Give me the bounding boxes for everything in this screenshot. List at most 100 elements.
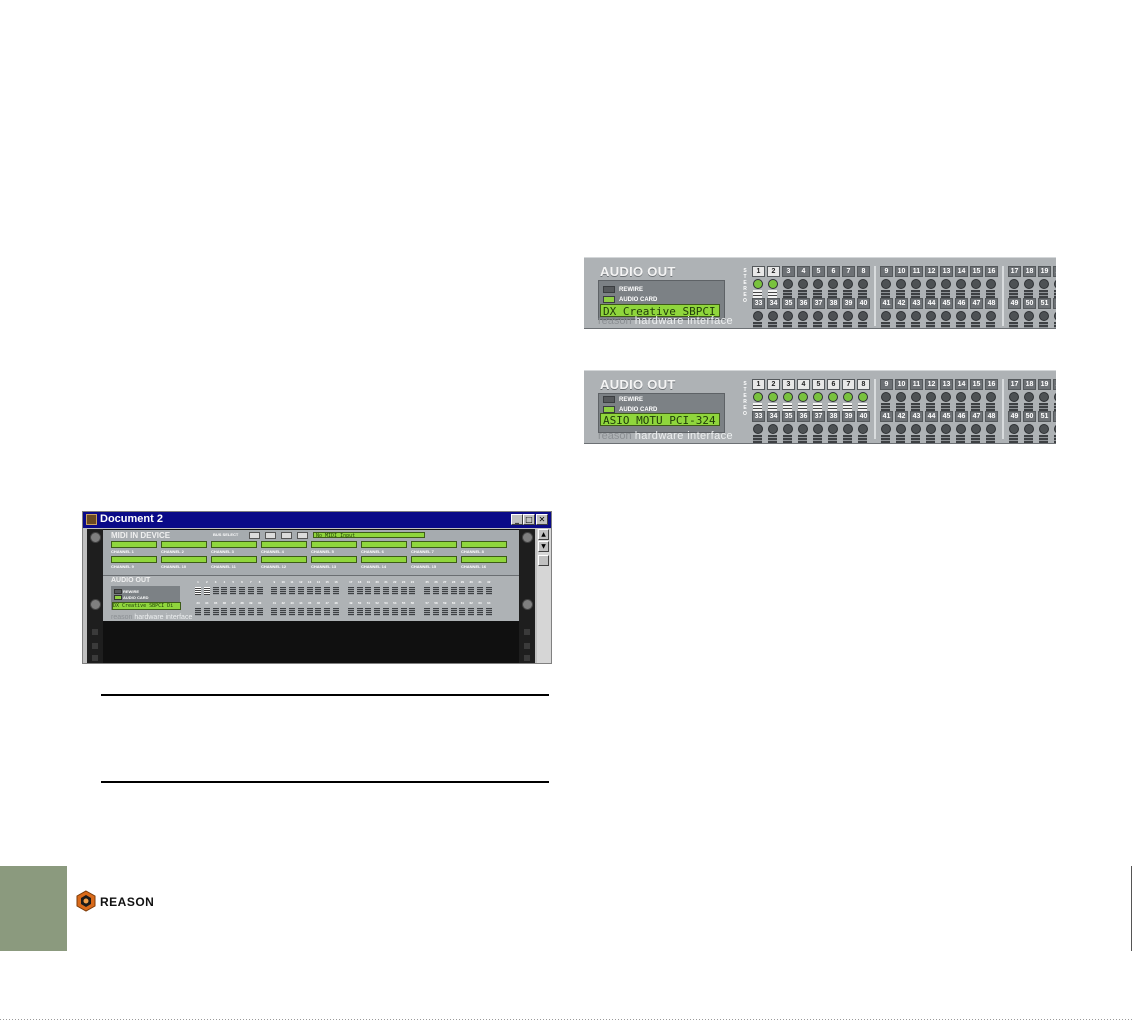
mini-channel-23[interactable]: 23 — [400, 577, 407, 595]
mini-channel-15[interactable]: 15 — [324, 577, 331, 595]
midi-channel[interactable]: CHANNEL 2 — [161, 541, 207, 554]
mini-channel-55[interactable]: 55 — [400, 598, 407, 616]
mini-channel-10[interactable]: 10 — [280, 577, 287, 595]
channel-46[interactable]: 46 — [955, 411, 968, 443]
bus-d-button[interactable] — [297, 532, 308, 539]
mini-channel-21[interactable]: 21 — [383, 577, 389, 595]
channel-2[interactable]: 2 — [767, 266, 780, 304]
mini-channel-58[interactable]: 58 — [433, 598, 439, 616]
channel-44[interactable]: 44 — [925, 411, 938, 443]
channel-50[interactable]: 50 — [1023, 411, 1036, 443]
mini-channel-46[interactable]: 46 — [315, 598, 322, 616]
channel-16[interactable]: 16 — [985, 379, 998, 417]
mini-channel-52[interactable]: 52 — [374, 598, 381, 616]
channel-16[interactable]: 16 — [985, 266, 998, 304]
mini-channel-17[interactable]: 17 — [347, 577, 354, 595]
channel-49[interactable]: 49 — [1008, 298, 1021, 328]
channel-43[interactable]: 43 — [910, 411, 923, 443]
mini-channel-39[interactable]: 39 — [247, 598, 254, 616]
mini-channel-22[interactable]: 22 — [391, 577, 398, 595]
midi-channel[interactable]: CHANNEL 15 — [411, 556, 457, 569]
mini-channel-50[interactable]: 50 — [356, 598, 363, 616]
channel-17[interactable]: 17 — [1008, 379, 1021, 417]
audio-device-display[interactable]: ASIO MOTU PCI-324 — [600, 413, 720, 426]
channel-9[interactable]: 9 — [880, 266, 893, 304]
mini-channel-3[interactable]: 3 — [212, 577, 219, 595]
midi-channel[interactable]: CHANNEL 3 — [211, 541, 257, 554]
channel-35[interactable]: 35 — [782, 411, 795, 443]
channel-12[interactable]: 12 — [925, 379, 938, 417]
scroll-down-icon[interactable]: ▼ — [538, 541, 549, 552]
midi-channel[interactable]: CHANNEL 16 — [461, 556, 507, 569]
midi-channel[interactable]: CHANNEL 10 — [161, 556, 207, 569]
maximize-button[interactable]: □ — [523, 514, 535, 525]
midi-channel[interactable]: CHANNEL 1 — [111, 541, 157, 554]
channel-4[interactable]: 4 — [797, 266, 810, 304]
mini-channel-8[interactable]: 8 — [256, 577, 263, 595]
mini-channel-24[interactable]: 24 — [409, 577, 416, 595]
mini-channel-30[interactable]: 30 — [468, 577, 475, 595]
mini-channel-2[interactable]: 2 — [203, 577, 210, 595]
channel-33[interactable]: 33 — [752, 298, 765, 328]
midi-channel[interactable]: CHANNEL 12 — [261, 556, 307, 569]
channel-2[interactable]: 2 — [767, 379, 780, 417]
mini-channel-57[interactable]: 57 — [424, 598, 431, 616]
midi-channel[interactable]: CHANNEL 8 — [461, 541, 507, 554]
bus-a-button[interactable] — [249, 532, 260, 539]
channel-10[interactable]: 10 — [895, 266, 908, 304]
mini-channel-28[interactable]: 28 — [450, 577, 457, 595]
channel-34[interactable]: 34 — [767, 411, 780, 443]
midi-channel[interactable]: CHANNEL 7 — [411, 541, 457, 554]
mini-channel-6[interactable]: 6 — [239, 577, 245, 595]
mini-channel-19[interactable]: 19 — [365, 577, 372, 595]
channel-20[interactable]: 20 — [1053, 266, 1056, 304]
channel-15[interactable]: 15 — [970, 379, 983, 417]
channel-18[interactable]: 18 — [1023, 266, 1036, 304]
midi-channel[interactable]: CHANNEL 13 — [311, 556, 357, 569]
channel-45[interactable]: 45 — [940, 411, 953, 443]
channel-5[interactable]: 5 — [812, 266, 825, 304]
channel-38[interactable]: 38 — [827, 298, 840, 328]
scroll-up-icon[interactable]: ▲ — [538, 529, 549, 540]
channel-37[interactable]: 37 — [812, 411, 825, 443]
channel-7[interactable]: 7 — [842, 379, 855, 417]
mini-channel-48[interactable]: 48 — [333, 598, 339, 616]
rewire-led[interactable] — [603, 286, 615, 293]
channel-17[interactable]: 17 — [1008, 266, 1021, 304]
channel-52[interactable]: 52 — [1053, 298, 1056, 328]
channel-38[interactable]: 38 — [827, 411, 840, 443]
mini-channel-62[interactable]: 62 — [468, 598, 475, 616]
mini-channel-47[interactable]: 47 — [324, 598, 331, 616]
mini-channel-9[interactable]: 9 — [271, 577, 278, 595]
channel-47[interactable]: 47 — [970, 411, 983, 443]
midi-input-display[interactable]: No MIDI Input — [313, 532, 425, 539]
midi-channel[interactable]: CHANNEL 14 — [361, 556, 407, 569]
channel-42[interactable]: 42 — [895, 298, 908, 328]
mini-channel-16[interactable]: 16 — [333, 577, 339, 595]
channel-52[interactable]: 52 — [1053, 411, 1056, 443]
channel-1[interactable]: 1 — [752, 379, 765, 417]
channel-19[interactable]: 19 — [1038, 379, 1051, 417]
channel-10[interactable]: 10 — [895, 379, 908, 417]
mini-channel-60[interactable]: 60 — [450, 598, 457, 616]
mini-channel-14[interactable]: 14 — [315, 577, 322, 595]
mini-channel-49[interactable]: 49 — [347, 598, 354, 616]
rewire-led[interactable] — [603, 396, 615, 403]
mini-channel-25[interactable]: 25 — [424, 577, 431, 595]
mini-channel-59[interactable]: 59 — [441, 598, 448, 616]
mini-channel-63[interactable]: 63 — [477, 598, 483, 616]
mini-channel-38[interactable]: 38 — [239, 598, 245, 616]
channel-15[interactable]: 15 — [970, 266, 983, 304]
mini-channel-36[interactable]: 36 — [221, 598, 228, 616]
mini-channel-20[interactable]: 20 — [374, 577, 381, 595]
channel-11[interactable]: 11 — [910, 266, 923, 304]
mini-channel-40[interactable]: 40 — [256, 598, 263, 616]
mini-channel-32[interactable]: 32 — [485, 577, 492, 595]
channel-42[interactable]: 42 — [895, 411, 908, 443]
mini-channel-4[interactable]: 4 — [221, 577, 228, 595]
close-button[interactable]: ✕ — [536, 514, 548, 525]
channel-18[interactable]: 18 — [1023, 379, 1036, 417]
mini-channel-13[interactable]: 13 — [306, 577, 313, 595]
channel-1[interactable]: 1 — [752, 266, 765, 304]
mini-channel-12[interactable]: 12 — [297, 577, 304, 595]
